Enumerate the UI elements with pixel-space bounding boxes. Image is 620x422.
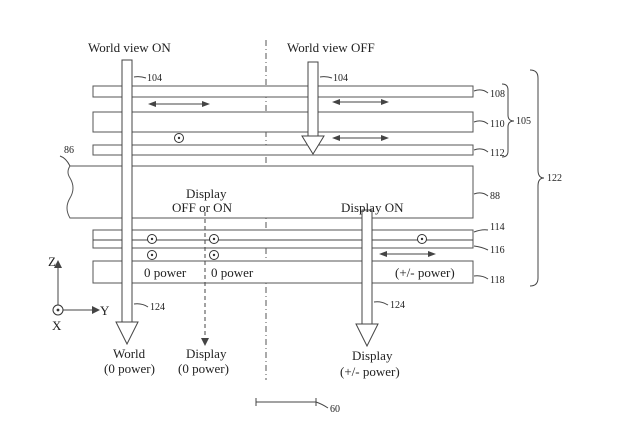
ref-110: 110 [490,119,505,130]
leader-112 [473,148,489,153]
ref-124b: 124 [390,300,405,311]
double-arrow-108-right [332,99,389,105]
axis-z-label: Z [48,254,56,269]
leader-118 [473,275,489,280]
ref-88: 88 [490,191,500,202]
leader-114 [473,229,489,233]
layer-118 [92,260,474,284]
leader-104b [319,76,333,79]
label-bottom-display-on: Display [352,348,393,363]
axis-y-label: Y [100,303,110,318]
layer-110 [92,111,474,133]
label-world-view-off: World view OFF [287,40,375,55]
display-on-arrow-shaft [361,209,373,325]
out-of-plane-symbol [147,250,157,260]
label-bottom-display: Display [186,346,227,361]
ref-114: 114 [490,222,505,233]
layer-112 [92,144,474,156]
layer-114-116 [92,229,474,249]
leader-124a [133,303,149,308]
out-of-plane-symbol [417,234,427,244]
ref-60: 60 [330,404,340,415]
ref-122: 122 [547,173,562,184]
label-display-on: Display ON [341,200,404,215]
label-zero-power-1: 0 power [144,265,187,280]
leader-86 [59,155,71,167]
ref-104b: 104 [333,73,348,84]
label-plus-minus-power: (+/- power) [395,265,455,280]
world-off-arrow-head [301,135,325,155]
label-off-or-on: OFF or ON [172,200,233,215]
out-of-plane-symbol [209,250,219,260]
leader-116 [473,245,489,251]
ref-118: 118 [490,275,505,286]
leader-108 [473,89,489,94]
ref-86: 86 [64,145,74,156]
world-off-arrow-shaft [307,61,319,137]
ref-108: 108 [490,89,505,100]
scale-bar-60 [255,398,317,406]
label-zero-power-2: 0 power [211,265,254,280]
axis-x-label: X [52,318,62,333]
double-arrow-108-left [148,101,210,107]
layer-88 [66,165,474,219]
ref-104a: 104 [147,73,162,84]
ref-116: 116 [490,245,505,256]
out-of-plane-symbol [209,234,219,244]
brace-122 [529,69,545,287]
label-bottom-world-power: (0 power) [104,361,155,376]
out-of-plane-symbol [174,133,184,143]
label-display: Display [186,186,227,201]
display-on-arrow-head [355,323,379,348]
axes-triad [52,260,100,316]
label-bottom-display-on-power: (+/- power) [340,364,400,379]
leader-88 [473,192,489,197]
leader-104a [133,76,147,79]
double-arrow-116-right [379,251,436,257]
display-dashed-arrow-head [201,338,209,346]
out-of-plane-symbol [147,234,157,244]
world-arrow-shaft [121,59,133,323]
label-bottom-display-power: (0 power) [178,361,229,376]
ref-112: 112 [490,148,505,159]
leader-124b [373,301,389,306]
leader-110 [473,120,489,125]
double-arrow-110-right [332,135,389,141]
layer-108 [92,85,474,98]
label-bottom-world: World [113,346,146,361]
leader-60 [315,401,329,409]
ref-105: 105 [516,116,531,127]
brace-105 [501,83,515,158]
world-arrow-head [115,321,139,346]
label-world-view-on: World view ON [88,40,171,55]
ref-124a: 124 [150,302,165,313]
